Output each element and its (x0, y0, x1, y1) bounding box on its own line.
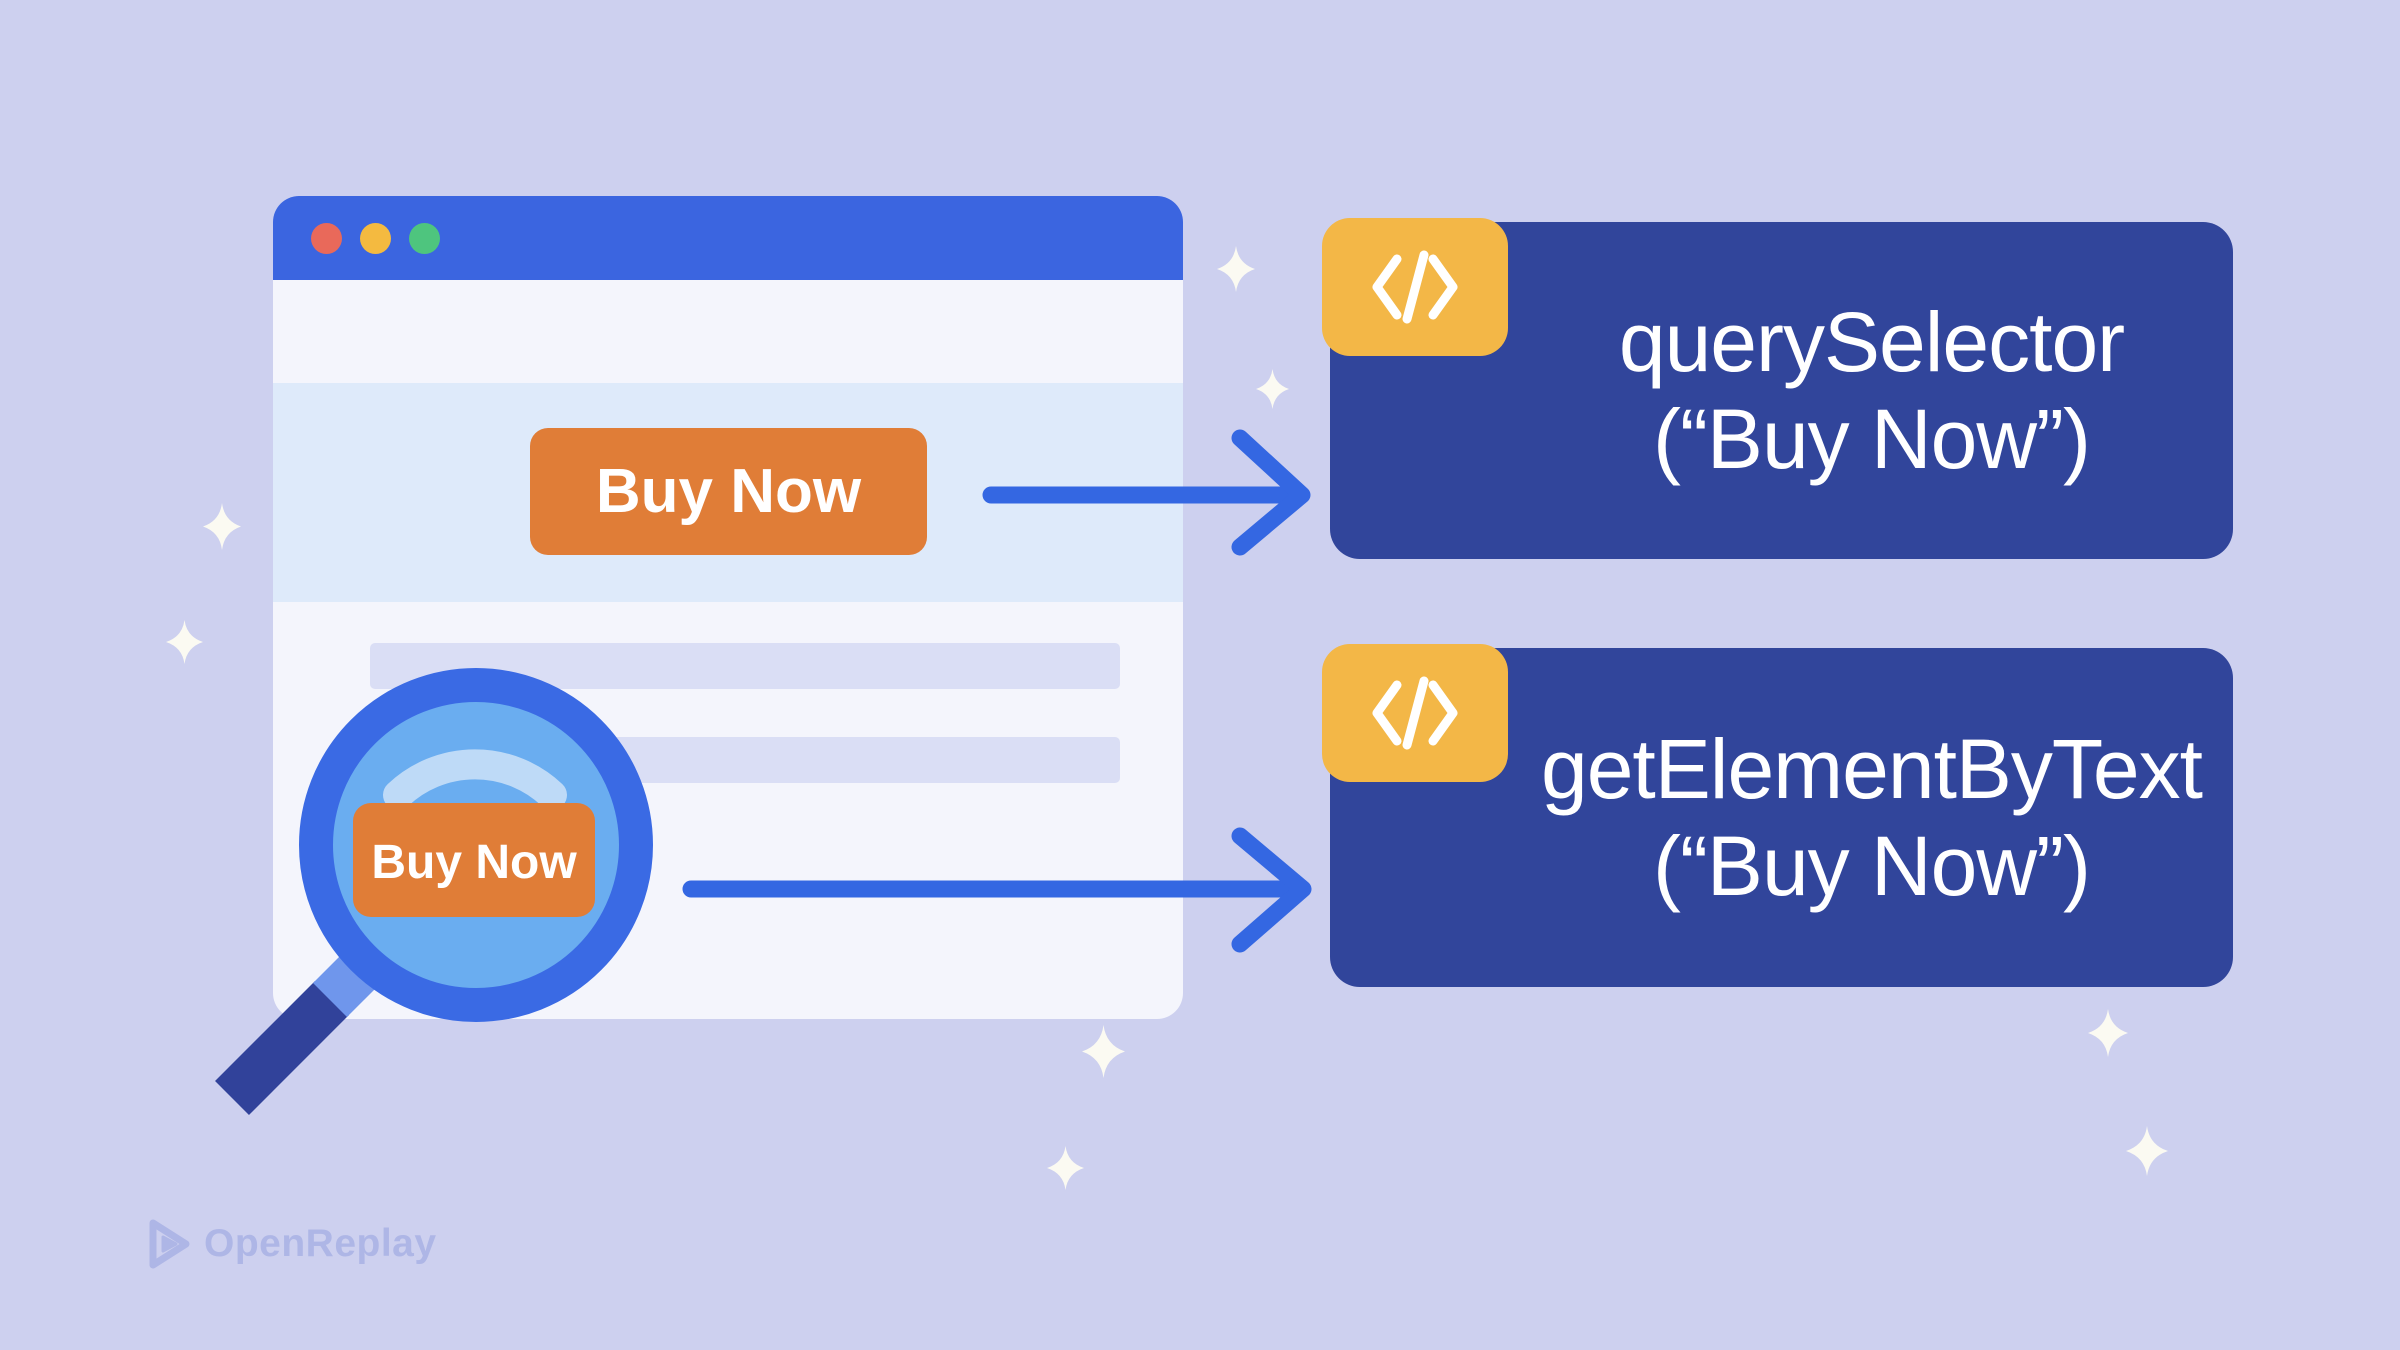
method-name: getElementByText (1540, 721, 2203, 816)
openreplay-logo: OpenReplay (146, 1216, 437, 1272)
sparkle-icon (1047, 1146, 1084, 1190)
browser-window: Buy Now (273, 196, 1183, 1019)
method-name: querySelector (1618, 294, 2125, 389)
code-badge (1322, 644, 1508, 782)
browser-titlebar (273, 196, 1183, 280)
sparkle-icon (2126, 1126, 2168, 1176)
card-getelementbytext: getElementByText (“Buy Now”) (1322, 644, 2233, 987)
sparkle-icon (1217, 246, 1255, 292)
text-placeholder-line (370, 737, 1120, 783)
brand-name: OpenReplay (204, 1222, 437, 1265)
card-queryselector: querySelector (“Buy Now”) (1322, 218, 2233, 559)
zoom-window-icon (409, 222, 440, 254)
sparkle-icon (203, 503, 241, 550)
sparkle-icon (1256, 369, 1289, 409)
method-argument: (“Buy Now”) (1652, 818, 2091, 913)
method-argument: (“Buy Now”) (1652, 391, 2091, 486)
buy-now-button[interactable]: Buy Now (530, 428, 927, 555)
card-text: getElementByText (“Buy Now”) (1510, 648, 2233, 987)
minimize-window-icon (360, 222, 391, 254)
sparkle-icon (2088, 1009, 2128, 1057)
card-text: querySelector (“Buy Now”) (1510, 222, 2233, 559)
code-badge (1322, 218, 1508, 356)
sparkle-icon (166, 620, 203, 664)
text-placeholder-line (370, 643, 1120, 689)
play-triangle-icon (149, 1219, 190, 1269)
code-icon (1372, 676, 1458, 750)
buy-now-button-label: Buy Now (595, 457, 862, 526)
code-icon (1372, 250, 1458, 324)
close-window-icon (311, 222, 342, 254)
sparkle-icon (1082, 1025, 1125, 1078)
